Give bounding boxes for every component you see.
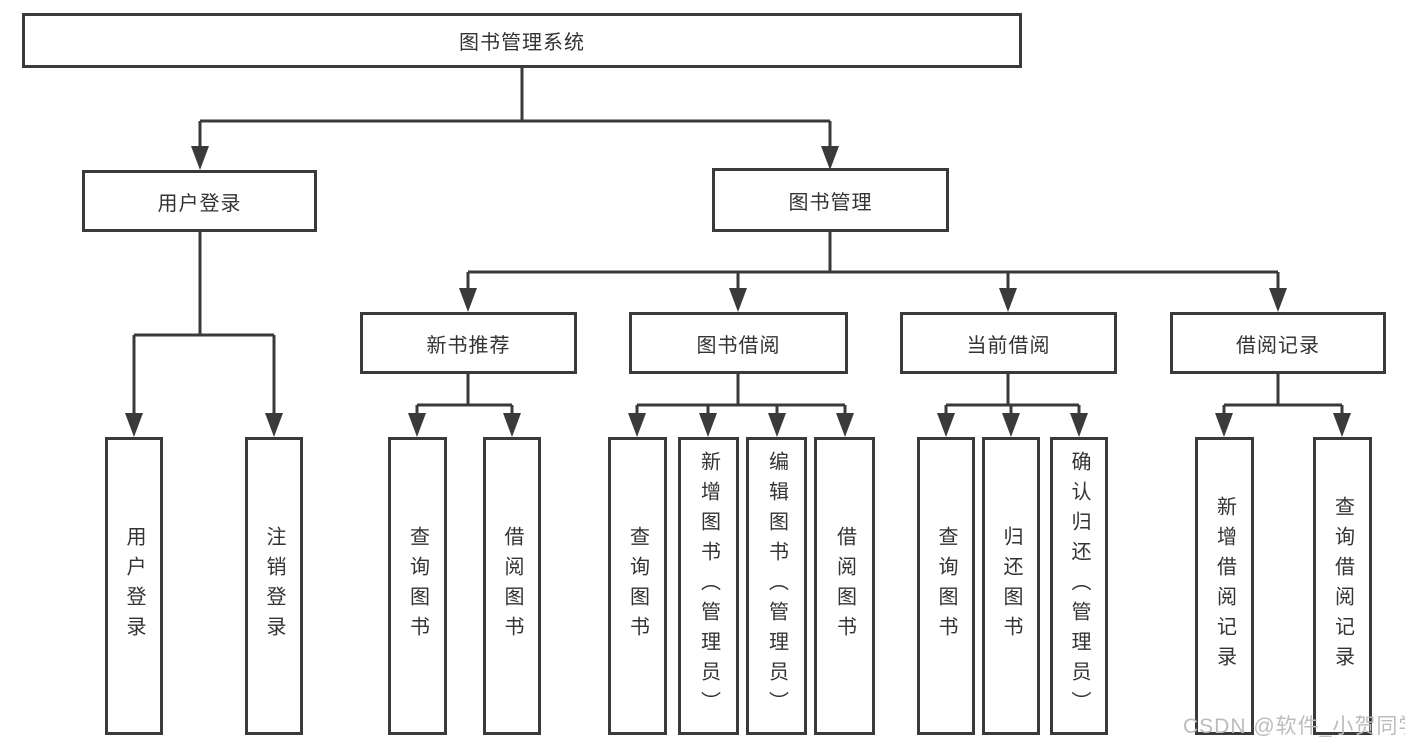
connector-book-management-children — [459, 232, 1287, 312]
node-book-management: 图书管理 — [712, 168, 949, 232]
leaf-return-books: 归还图书 — [982, 437, 1040, 735]
node-current-borrow: 当前借阅 — [900, 312, 1117, 374]
leaf-query-borrow-record: 查询借阅记录 — [1313, 437, 1372, 735]
leaf-add-books-admin: 新增图书（管理员） — [678, 437, 739, 735]
node-root-library-system: 图书管理系统 — [22, 13, 1022, 68]
connector-book-borrow-children — [628, 374, 854, 437]
node-borrow-records: 借阅记录 — [1170, 312, 1386, 374]
leaf-borrow-books-new: 借阅图书 — [483, 437, 541, 735]
connector-borrow-records-children — [1215, 374, 1351, 437]
leaf-logout: 注销登录 — [245, 437, 303, 735]
connector-root-to-level2 — [191, 68, 839, 170]
connector-new-books-children — [408, 374, 521, 437]
csdn-watermark: CSDN @软件_小贺同学 — [1183, 715, 1405, 738]
node-new-book-recommend: 新书推荐 — [360, 312, 577, 374]
leaf-edit-books-admin: 编辑图书（管理员） — [746, 437, 807, 735]
connector-user-login-children — [125, 232, 283, 437]
connector-current-borrow-children — [937, 374, 1088, 437]
node-book-borrow: 图书借阅 — [629, 312, 848, 374]
leaf-user-login: 用户登录 — [105, 437, 163, 735]
leaf-confirm-return-admin: 确认归还（管理员） — [1050, 437, 1108, 735]
leaf-query-books-borrow: 查询图书 — [608, 437, 667, 735]
leaf-add-borrow-record: 新增借阅记录 — [1195, 437, 1254, 735]
leaf-query-books-current: 查询图书 — [917, 437, 975, 735]
node-user-login: 用户登录 — [82, 170, 317, 232]
leaf-borrow-books: 借阅图书 — [814, 437, 875, 735]
leaf-query-books-new: 查询图书 — [388, 437, 447, 735]
